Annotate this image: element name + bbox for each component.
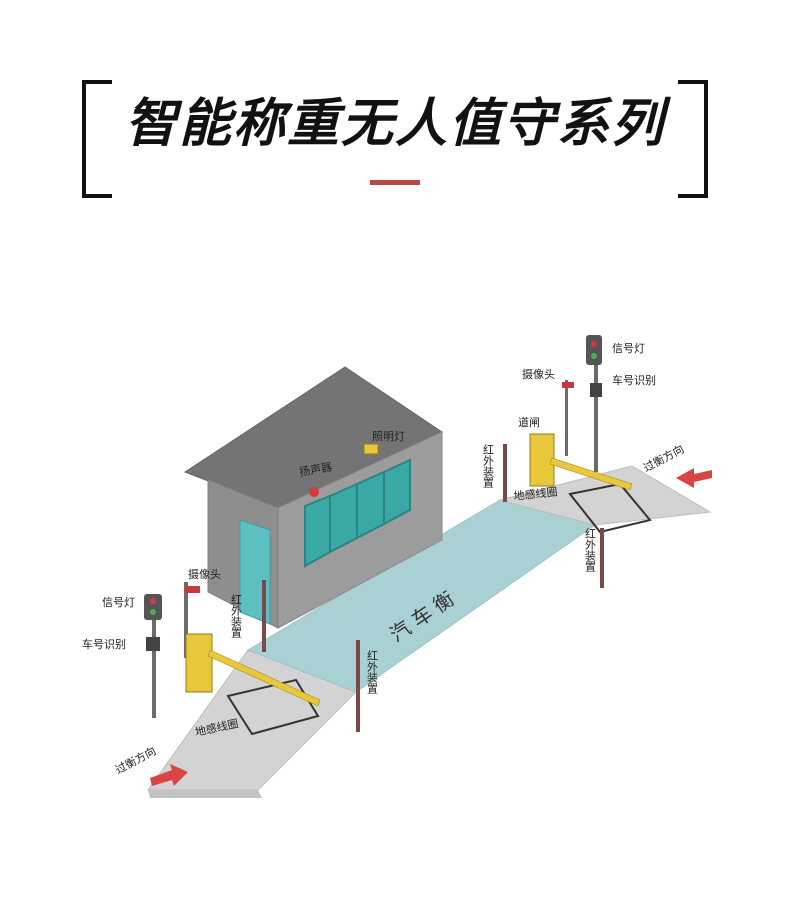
title-accent-bar (370, 180, 420, 185)
left-ramp-side (148, 790, 262, 798)
right-ground-loop (568, 482, 652, 534)
plate-recognition-left-label: 车号识别 (82, 637, 126, 651)
infrared-pole-3 (503, 444, 507, 502)
lighting-label: 照明灯 (372, 430, 405, 443)
infrared-pole-4 (600, 528, 604, 588)
right-direction-arrow-icon (676, 468, 712, 488)
left-barrier-arm (207, 649, 321, 707)
right-plate-recognition-icon (590, 383, 602, 397)
right-signal-pole (594, 352, 598, 472)
header: 智能称重无人值守系列 (0, 0, 790, 240)
direction-right-label: 过衡方向 (641, 442, 686, 475)
direction-left-label: 过衡方向 (113, 744, 158, 777)
left-plate-recognition-icon (146, 637, 160, 651)
infrared-pole-2 (356, 640, 360, 732)
right-camera-pole (565, 380, 568, 456)
right-bracket (678, 80, 708, 198)
infrared-label-1: 红外装置 (230, 594, 243, 638)
camera-left-label: 摄像头 (188, 567, 221, 581)
gate-right-label: 道闸 (518, 415, 540, 429)
weighbridge-diagram: 汽车衡 扬声器 照明灯 摄像头 摄像头 信号灯 信号灯 车号识别 车号识别 道闸… (82, 335, 712, 798)
left-bracket (82, 80, 112, 198)
plate-recognition-right-label: 车号识别 (612, 373, 656, 387)
lighting-icon (363, 443, 379, 455)
infrared-pole-1 (262, 580, 266, 652)
left-camera-pole (184, 582, 188, 658)
signal-light-right-label: 信号灯 (612, 342, 645, 355)
right-barrier-box (529, 433, 555, 487)
speaker-label: 扬声器 (298, 459, 333, 479)
left-barrier-box (185, 633, 213, 693)
left-direction-arrow-icon (150, 764, 188, 786)
left-green-light-icon (150, 609, 156, 615)
left-camera-icon (186, 586, 200, 593)
page-title: 智能称重无人值守系列 (124, 94, 665, 154)
infrared-label-3: 红外装置 (482, 444, 495, 488)
left-signal-pole (152, 610, 156, 718)
left-signal-light-icon (144, 594, 162, 620)
right-camera-icon (562, 382, 574, 388)
camera-right-label: 摄像头 (522, 367, 555, 381)
left-red-light-icon (150, 598, 156, 604)
signal-light-left-label: 信号灯 (102, 596, 135, 609)
right-barrier-arm (549, 457, 633, 491)
booth-window-4 (383, 458, 411, 526)
right-signal-light-icon (586, 335, 602, 365)
loop-right-label: 地感线圈 (513, 484, 558, 503)
right-green-light-icon (591, 353, 597, 359)
right-ramp (498, 465, 712, 526)
infrared-label-2: 红外装置 (366, 650, 379, 694)
right-red-light-icon (591, 341, 597, 347)
speaker-icon (309, 487, 319, 497)
infrared-label-4: 红外装置 (584, 528, 597, 572)
